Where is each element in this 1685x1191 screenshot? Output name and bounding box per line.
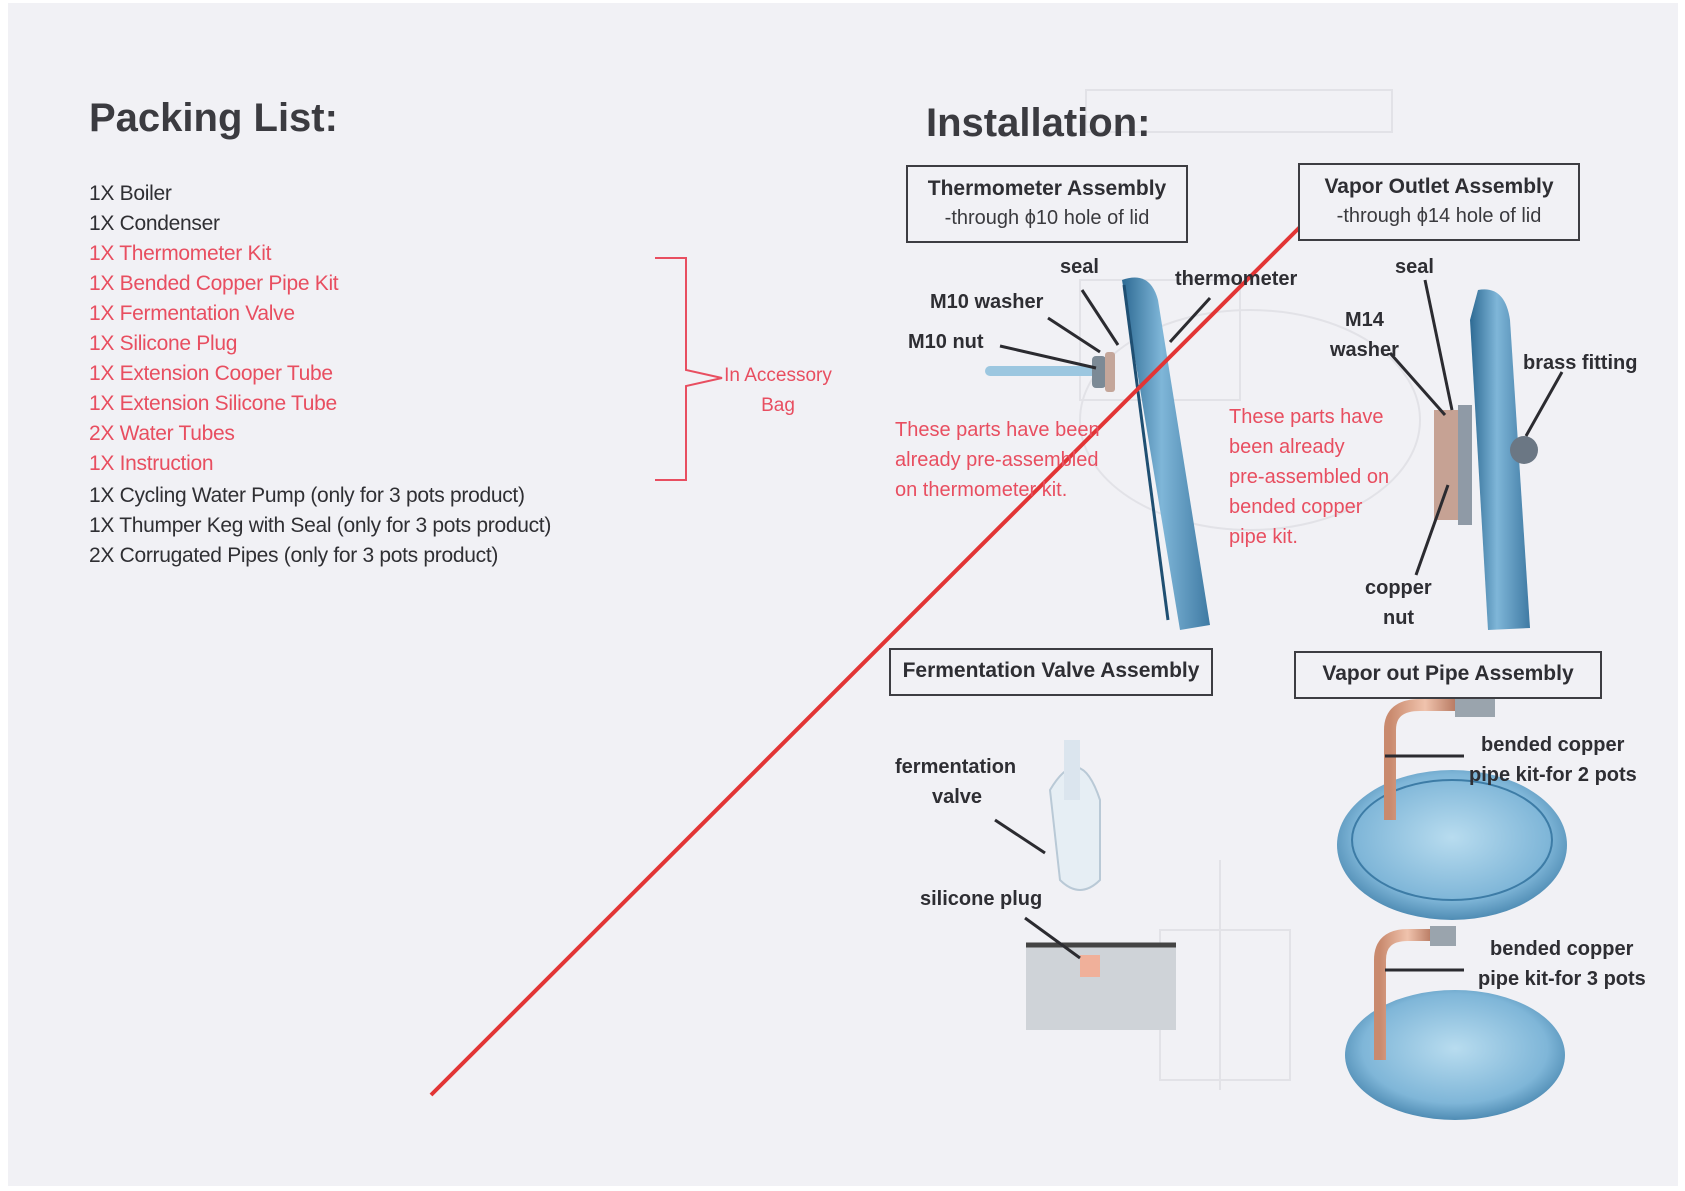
label-seal: seal bbox=[1060, 256, 1099, 278]
label-brass-fitting: brass fitting bbox=[1523, 352, 1638, 374]
fermentation-valve-assembly-title: Fermentation Valve Assembly bbox=[902, 659, 1200, 682]
vapor-outlet-illustration bbox=[1434, 289, 1538, 630]
label-fermentation: fermentation bbox=[895, 756, 1017, 778]
accessory-bag-label: In Accessory Bag bbox=[724, 365, 832, 416]
label-m10-nut: M10 nut bbox=[908, 331, 984, 353]
fermentation-valve-illustration bbox=[1026, 740, 1176, 1030]
thermometer-illustration bbox=[985, 277, 1210, 630]
packing-item: 1X Bended Copper Pipe Kit bbox=[89, 272, 339, 295]
label-valve: valve bbox=[932, 786, 983, 808]
label-washer: washer bbox=[1330, 339, 1399, 361]
fermentation-valve-assembly-box: Fermentation Valve Assembly bbox=[889, 648, 1213, 696]
thermometer-assembly-title: Thermometer Assembly bbox=[927, 177, 1167, 200]
accessory-bracket bbox=[655, 257, 723, 481]
label-m14: M14 bbox=[1345, 309, 1384, 331]
label-copper: copper bbox=[1365, 577, 1432, 599]
label-thermometer: thermometer bbox=[1175, 268, 1298, 290]
label-bended-copper-2: bended copper bbox=[1481, 734, 1625, 756]
packing-item: 1X Extension Cooper Tube bbox=[89, 362, 333, 385]
leader-arrows bbox=[994, 279, 1564, 972]
packing-item: 2X Water Tubes bbox=[89, 422, 235, 445]
diagonal-slash bbox=[429, 180, 1347, 1097]
packing-item: 2X Corrugated Pipes (only for 3 pots pro… bbox=[89, 544, 499, 567]
packing-item: 1X Fermentation Valve bbox=[89, 302, 295, 325]
packing-item: 1X Boiler bbox=[89, 182, 172, 205]
vapor-outlet-assembly-subtitle: -through ϕ14 hole of lid bbox=[1336, 205, 1542, 227]
thermometer-assembly-subtitle: -through ϕ10 hole of lid bbox=[944, 207, 1150, 229]
label-silicone-plug: silicone plug bbox=[920, 888, 1043, 910]
vapor-pipe-illustration bbox=[1337, 695, 1567, 1120]
packing-item: 1X Thumper Keg with Seal (only for 3 pot… bbox=[89, 514, 552, 537]
packing-list-title: Packing List: bbox=[89, 96, 338, 140]
packing-item: 1X Silicone Plug bbox=[89, 332, 238, 355]
packing-item: 1X Extension Silicone Tube bbox=[89, 392, 337, 415]
vapor-pipe-assembly-box: Vapor out Pipe Assembly bbox=[1294, 651, 1602, 699]
thermometer-assembly-box: Thermometer Assembly -through ϕ10 hole o… bbox=[906, 165, 1188, 243]
packing-item: 1X Instruction bbox=[89, 452, 214, 475]
packing-item: 1X Condenser bbox=[89, 212, 220, 235]
label-bended-copper-3: bended copper bbox=[1490, 938, 1634, 960]
label-pipe-kit-2-pots: pipe kit-for 2 pots bbox=[1469, 764, 1637, 786]
label-nut: nut bbox=[1383, 607, 1415, 629]
label-seal: seal bbox=[1395, 256, 1434, 278]
packing-item: 1X Thermometer Kit bbox=[89, 242, 272, 265]
label-pipe-kit-3-pots: pipe kit-for 3 pots bbox=[1478, 968, 1646, 990]
installation-title: Installation: bbox=[926, 101, 1151, 145]
thermometer-note: These parts have been already pre-assemb… bbox=[895, 419, 1100, 501]
vapor-pipe-assembly-title: Vapor out Pipe Assembly bbox=[1322, 662, 1574, 685]
faint-background-print bbox=[1079, 89, 1421, 1090]
vapor-outlet-note: These parts have been already pre-assemb… bbox=[1229, 406, 1390, 548]
packing-item: 1X Cycling Water Pump (only for 3 pots p… bbox=[89, 484, 525, 507]
vapor-outlet-assembly-box: Vapor Outlet Assembly -through ϕ14 hole … bbox=[1298, 163, 1580, 241]
label-m10-washer: M10 washer bbox=[930, 291, 1044, 313]
vapor-outlet-assembly-title: Vapor Outlet Assembly bbox=[1324, 175, 1554, 198]
